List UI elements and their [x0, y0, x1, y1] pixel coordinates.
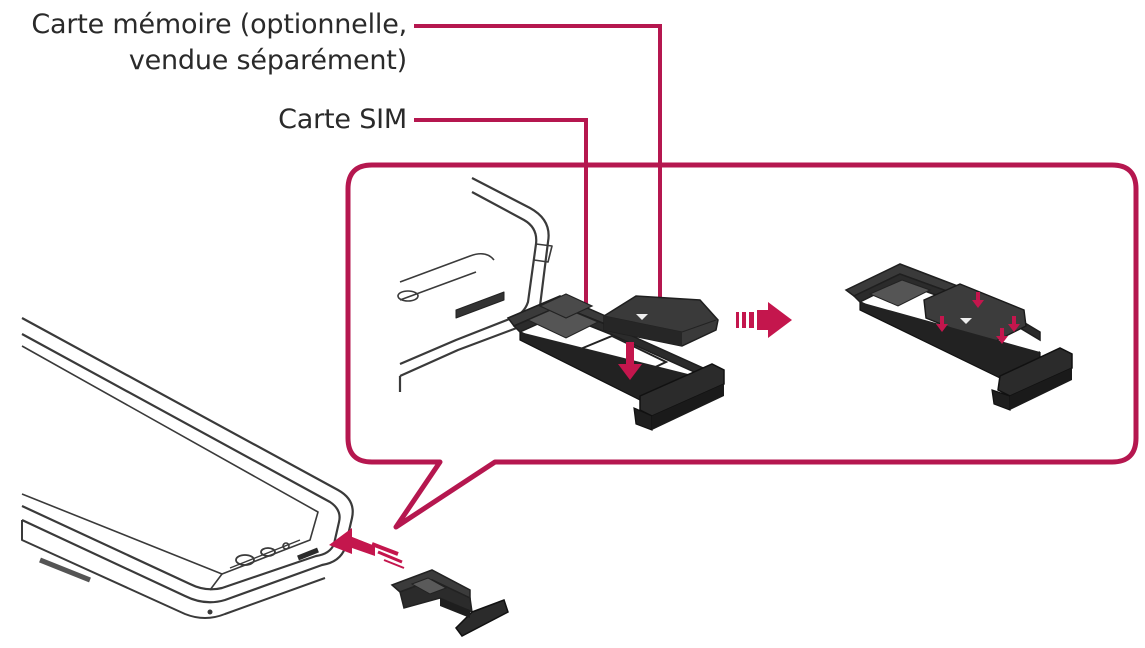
memory-card-label-line1: Carte mémoire (optionnelle,	[31, 9, 407, 40]
right-arrow-icon	[736, 302, 792, 338]
down-arrow-icon	[618, 342, 642, 380]
callout-bubble	[345, 162, 1139, 530]
phone-body	[21, 317, 354, 619]
sim-card	[538, 293, 594, 319]
sim-tray-loaded	[844, 263, 1073, 411]
phone-corner-detail	[397, 177, 553, 392]
small-sim-tray	[390, 569, 509, 637]
memory-card	[603, 295, 719, 347]
sim-card-label: Carte SIM	[278, 104, 407, 135]
memory-card-leader-line	[414, 24, 662, 312]
memory-card-label-line2: vendue séparément)	[128, 45, 407, 76]
push-arrow-icon	[329, 528, 405, 569]
sim-card-leader-line	[414, 118, 588, 322]
